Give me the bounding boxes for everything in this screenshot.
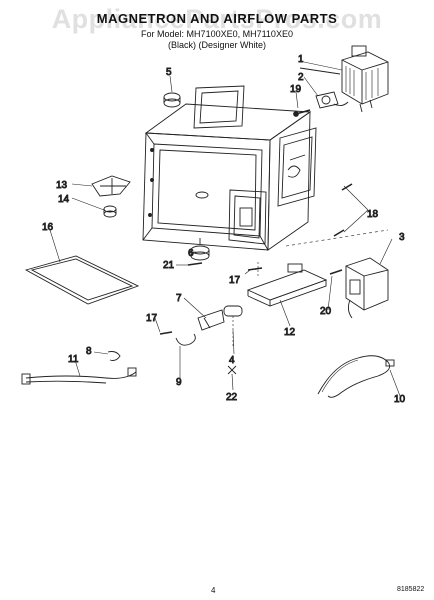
- callout-5: 5: [166, 67, 172, 78]
- capacitor-part-4: [223, 305, 243, 346]
- callout-2: 2: [298, 72, 304, 83]
- callout-17-upper: 17: [229, 275, 241, 286]
- watermark: AppliancePartsPros.com: [51, 4, 383, 34]
- callout-11: 11: [68, 354, 79, 365]
- cable-part-10: [317, 355, 395, 398]
- wire-part-9: [175, 333, 196, 370]
- callout-13: 13: [56, 180, 68, 191]
- callout-14: 14: [58, 194, 70, 205]
- callout-8: 8: [86, 346, 92, 357]
- screw-part-20: [329, 269, 343, 275]
- callout-19: 19: [290, 84, 302, 95]
- bracket-part-7: [197, 309, 225, 331]
- callout-7: 7: [176, 293, 182, 304]
- model-numbers: For Model: MH7100XE0, MH7110XE0: [141, 29, 293, 39]
- page-number: 4: [211, 586, 216, 595]
- glass-tray-part-16: [24, 255, 140, 305]
- screw-part-17-upper: [247, 262, 263, 276]
- stirrer-blade-part-13: [91, 175, 131, 197]
- airflow-duct-frame: [193, 85, 245, 129]
- callout-4: 4: [229, 355, 235, 366]
- clip-part-22: [227, 365, 237, 375]
- bracket-part-12: [246, 263, 328, 307]
- callout-9: 9: [176, 377, 182, 388]
- model-colors: (Black) (Designer White): [167, 40, 267, 50]
- leader-lines: [49, 61, 401, 397]
- stirrer-motor-part-6: [190, 238, 210, 261]
- callout-22: 22: [226, 392, 238, 403]
- callout-21: 21: [163, 260, 175, 271]
- screw-part-19: [293, 109, 311, 117]
- screw-part-17-lower: [159, 331, 173, 335]
- callout-18: 18: [367, 209, 379, 220]
- callout-16: 16: [42, 222, 54, 233]
- callout-1: 1: [298, 54, 304, 65]
- cavity-housing: [142, 103, 312, 251]
- callout-3: 3: [399, 232, 405, 243]
- wire-harness-part-11: [21, 367, 137, 385]
- fan-cap-part-5: [163, 92, 181, 108]
- waveguide-panel: [277, 127, 317, 207]
- callout-17-lower: 17: [146, 313, 158, 324]
- callout-12: 12: [284, 327, 296, 338]
- diagram-title: MAGNETRON AND AIRFLOW PARTS: [96, 11, 338, 26]
- screw-part-21: [187, 262, 203, 266]
- callout-10: 10: [394, 394, 406, 405]
- document-code: 8185822: [397, 586, 425, 593]
- callout-6: 6: [188, 248, 194, 259]
- callout-20: 20: [320, 306, 332, 317]
- stirrer-hub-part-14: [103, 205, 117, 218]
- transformer-part-3: [345, 257, 389, 319]
- magnetron-part-1: [299, 45, 389, 113]
- thermal-cutout-part-2: [315, 91, 349, 109]
- wire-part-8: [107, 351, 121, 361]
- screw-part-18: [333, 183, 353, 237]
